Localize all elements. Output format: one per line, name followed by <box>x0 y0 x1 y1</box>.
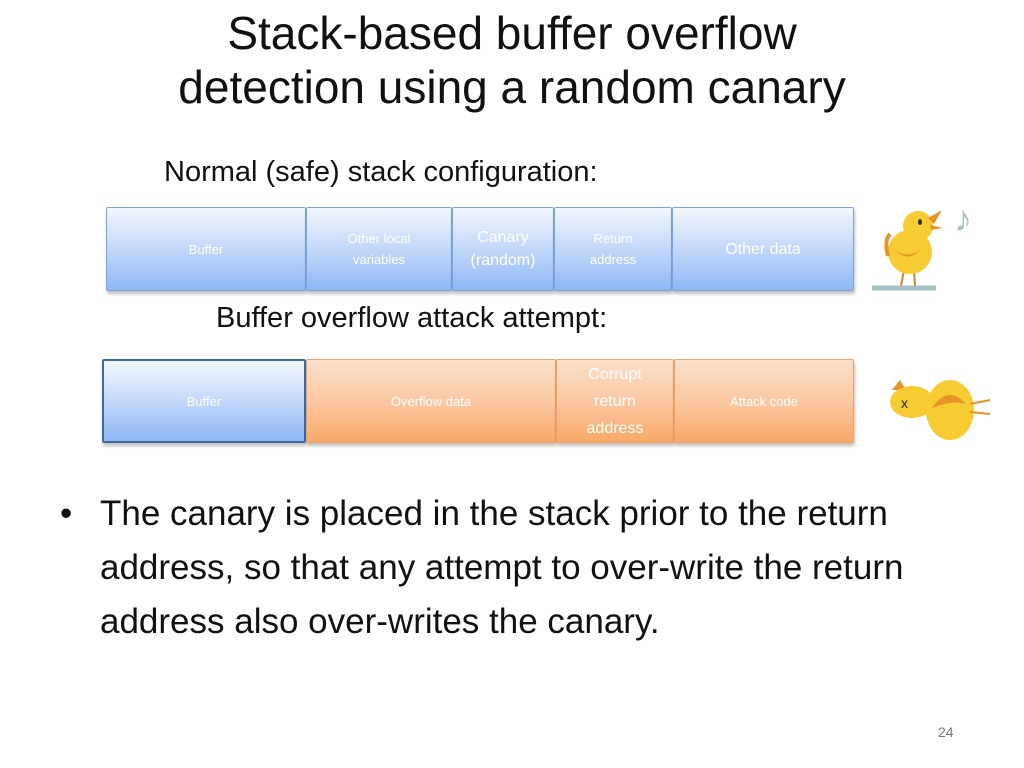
attack-cell-attack-code: Attack code <box>674 359 854 443</box>
attack-stack-row: Buffer Overflow data Corrupt return addr… <box>102 359 854 445</box>
slide-title: Stack-based buffer overflow detection us… <box>0 6 1024 114</box>
stack-cell-buffer: Buffer <box>106 207 306 291</box>
attack-cell-buffer: Buffer <box>102 359 306 443</box>
music-note-icon: ♪ <box>954 198 972 239</box>
bullet-dot: • <box>60 494 73 533</box>
stack-cell-other-data: Other data <box>672 207 854 291</box>
attack-cell-corrupt-return-address: Corrupt return address <box>556 359 674 443</box>
title-line-1: Stack-based buffer overflow <box>227 7 797 59</box>
normal-stack-heading: Normal (safe) stack configuration: <box>164 156 598 188</box>
singing-bird-icon <box>872 210 943 291</box>
stack-cell-return-address: Return address <box>554 207 672 291</box>
stack-cell-canary: Canary (random) <box>452 207 554 291</box>
stack-cell-other-local-variables: Other local variables <box>306 207 452 291</box>
bullet-item-text: The canary is placed in the stack prior … <box>100 494 904 641</box>
page-number: 24 <box>938 724 954 740</box>
title-line-2: detection using a random canary <box>178 61 846 113</box>
dead-bird-x-mark: x <box>901 395 908 411</box>
normal-stack-row: Buffer Other local variables Canary (ran… <box>106 207 854 293</box>
attack-heading: Buffer overflow attack attempt: <box>216 302 608 334</box>
attack-cell-overflow-data: Overflow data <box>306 359 556 443</box>
dead-bird-icon <box>890 380 991 440</box>
